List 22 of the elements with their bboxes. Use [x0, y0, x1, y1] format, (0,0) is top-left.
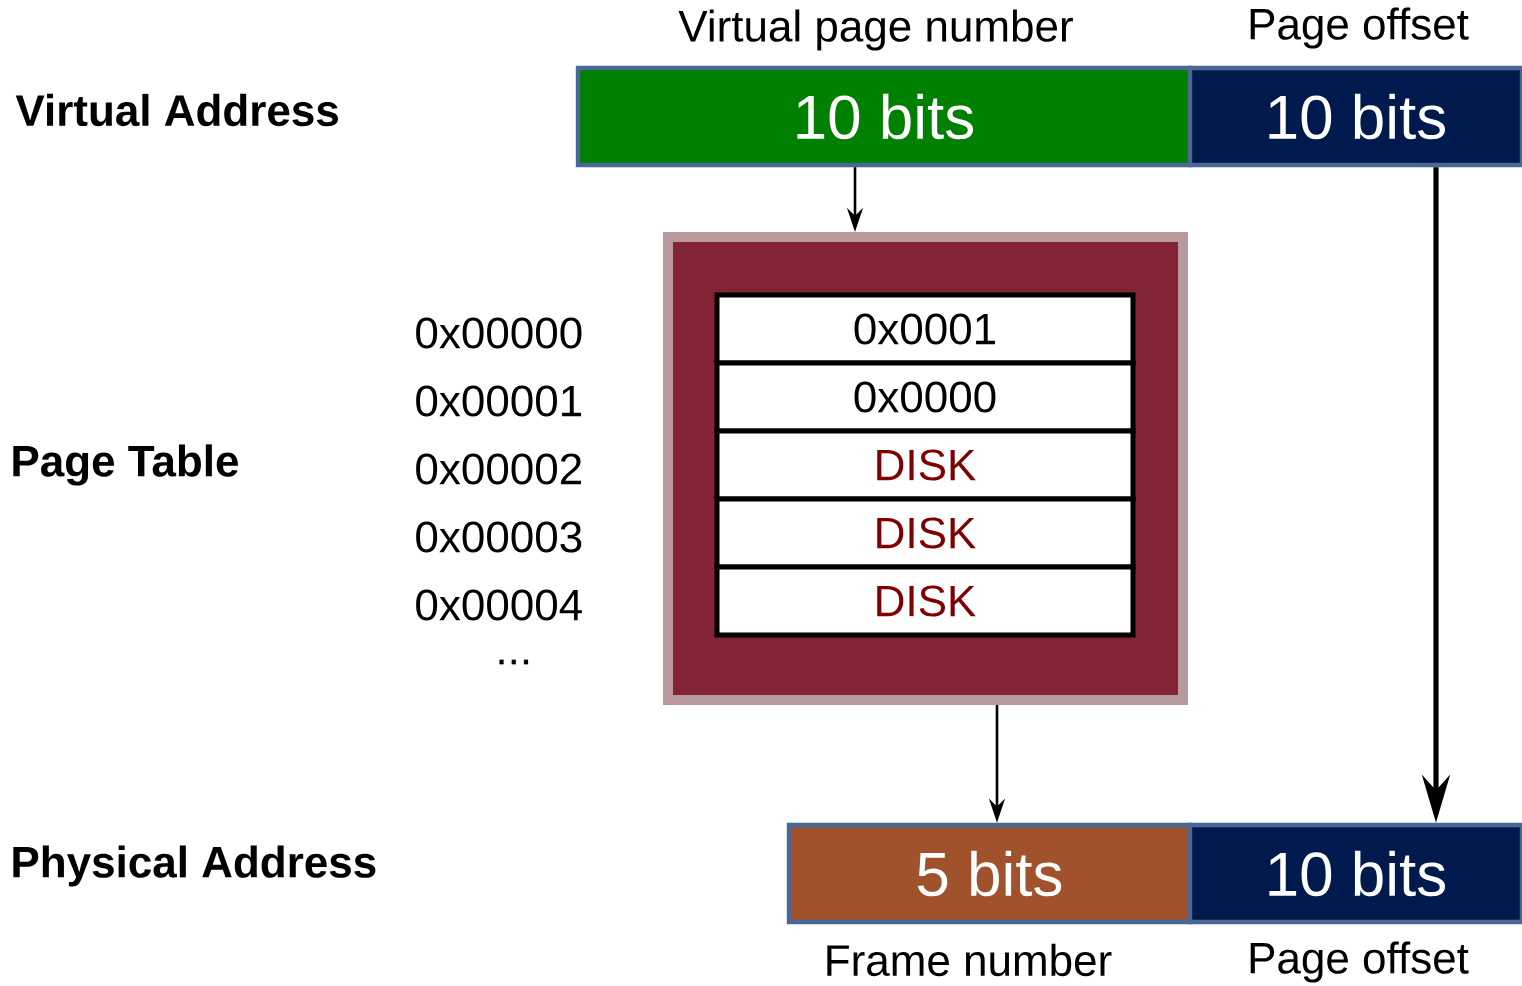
section-label: Virtual Address — [15, 93, 338, 127]
table-row: DISK — [714, 564, 1136, 638]
row-index: 0x00000 — [416, 317, 582, 349]
table-row: DISK — [714, 496, 1136, 570]
address-field: 10 bits — [1187, 822, 1522, 925]
table-row: 0x0001 — [714, 292, 1136, 366]
field-caption: Page offset — [1250, 941, 1469, 983]
section-label: Page Table — [13, 444, 238, 486]
row-index: 0x00001 — [416, 385, 582, 417]
table-row: 0x0000 — [714, 360, 1136, 434]
field-caption: Frame number — [827, 943, 1112, 977]
row-index: 0x00002 — [416, 453, 581, 485]
row-index: ... — [499, 659, 529, 665]
row-index: 0x00004 — [416, 589, 582, 621]
address-field: 10 bits — [1187, 65, 1522, 168]
section-label: Physical Address — [13, 845, 376, 887]
row-index: 0x00003 — [416, 521, 582, 553]
table-row: DISK — [714, 428, 1136, 502]
field-caption: Page offset — [1250, 7, 1469, 49]
address-field: 5 bits — [786, 822, 1193, 925]
address-field: 10 bits — [575, 65, 1193, 168]
field-caption: Virtual page number — [678, 9, 1073, 51]
